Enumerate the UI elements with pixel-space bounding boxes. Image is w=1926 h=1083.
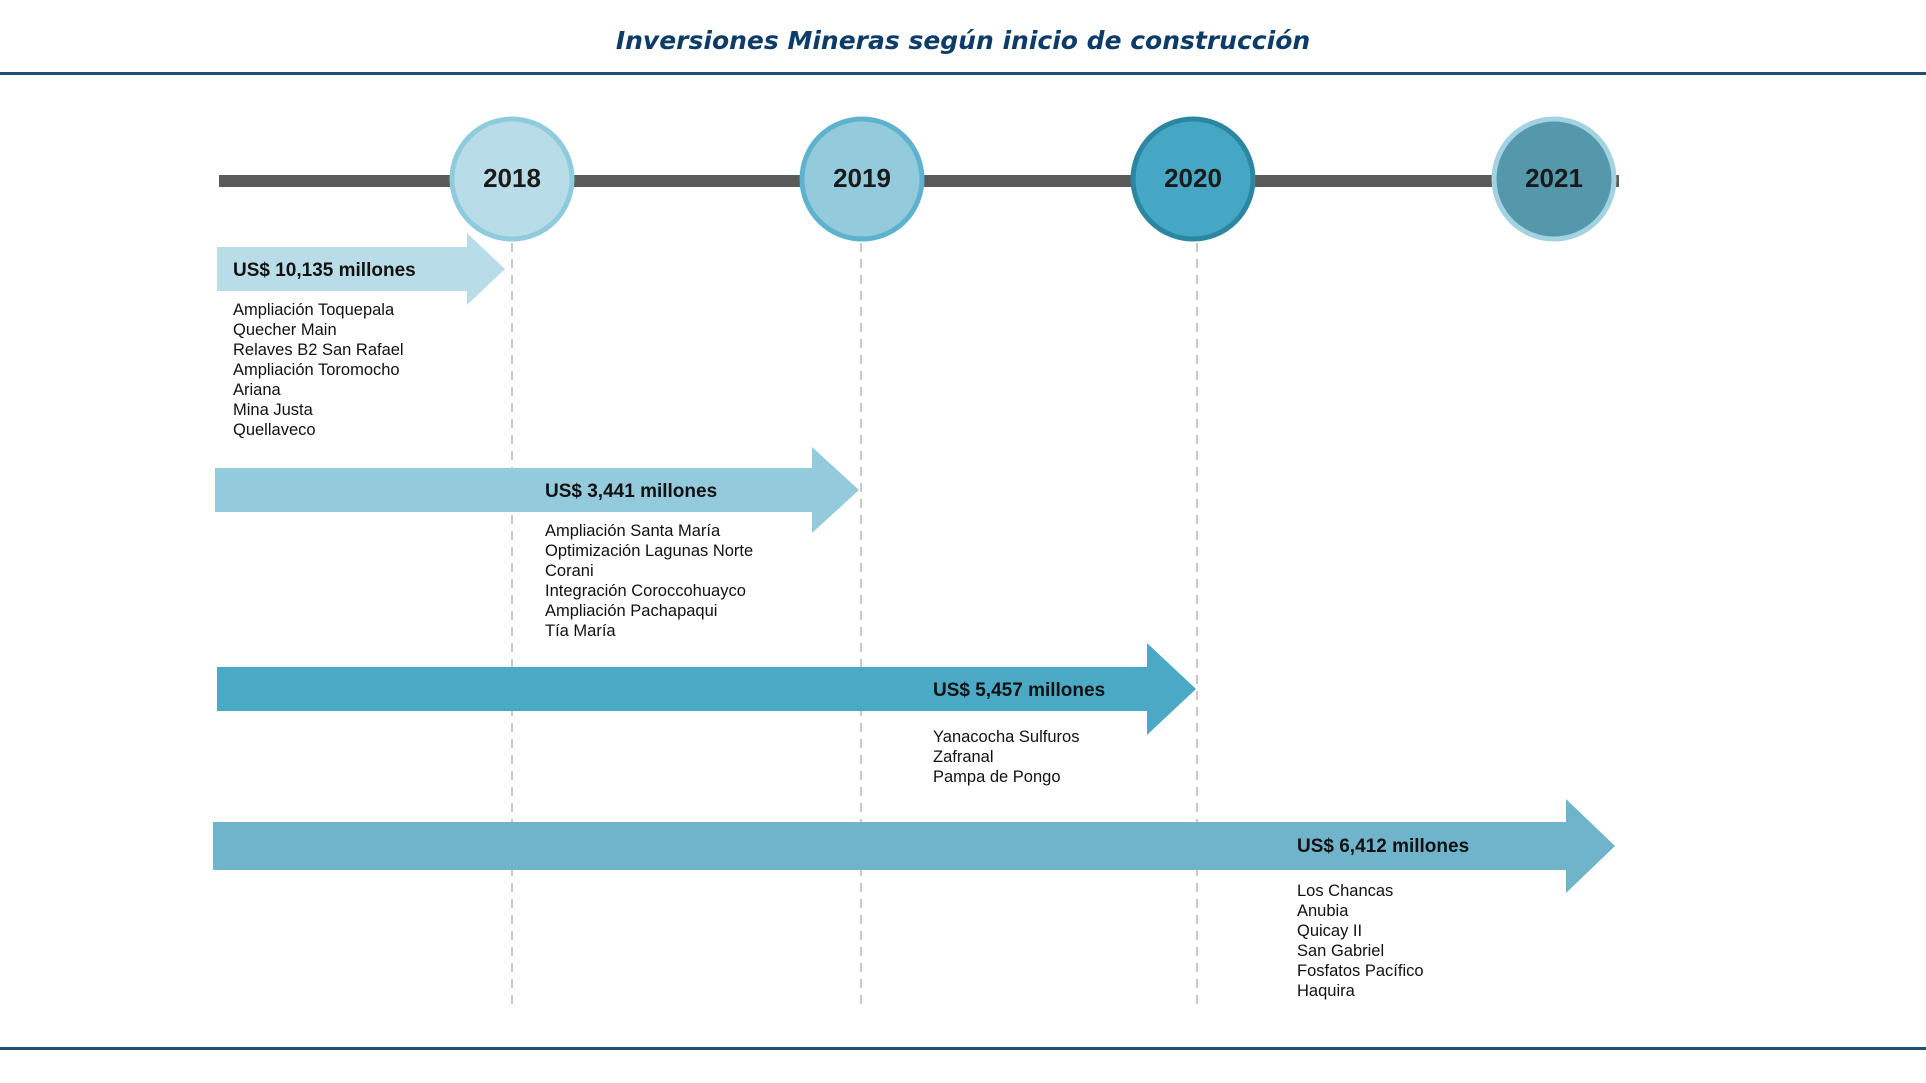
project-item: Quecher Main: [233, 321, 337, 339]
top-divider: [0, 72, 1926, 75]
project-item: Mina Justa: [233, 401, 313, 419]
project-item: Ampliación Santa María: [545, 522, 721, 540]
investment-arrow: [213, 799, 1615, 893]
project-item: Optimización Lagunas Norte: [545, 542, 754, 560]
year-node-2018: [449, 116, 575, 242]
project-item: Los Chancas: [1297, 882, 1394, 900]
investment-amount: US$ 5,457 millones: [933, 680, 1106, 701]
project-item: Ampliación Toromocho: [233, 361, 400, 379]
bottom-divider: [0, 1047, 1926, 1050]
investment-amount: US$ 3,441 millones: [545, 481, 718, 502]
project-item: Yanacocha Sulfuros: [933, 728, 1080, 746]
investment-arrow: [215, 447, 859, 533]
project-item: Ampliación Pachapaqui: [545, 602, 718, 620]
project-item: Quicay II: [1297, 922, 1363, 940]
year-label: 2021: [1525, 163, 1583, 193]
year-label: 2019: [833, 163, 891, 193]
project-item: Integración Coroccohuayco: [545, 582, 746, 600]
year-node-2020: [1130, 116, 1256, 242]
page-title: Inversiones Mineras según inicio de cons…: [615, 26, 1311, 55]
project-item: Quellaveco: [233, 421, 316, 439]
project-item: Pampa de Pongo: [933, 768, 1061, 786]
project-item: San Gabriel: [1297, 942, 1385, 960]
year-label: 2020: [1164, 163, 1222, 193]
project-item: Ariana: [233, 381, 281, 399]
year-node-2021: [1491, 116, 1617, 242]
investment-arrow: [217, 233, 505, 305]
project-item: Anubia: [1297, 902, 1349, 920]
project-item: Corani: [545, 562, 594, 580]
project-item: Fosfatos Pacífico: [1297, 962, 1424, 980]
year-label: 2018: [483, 163, 541, 193]
project-item: Zafranal: [933, 748, 994, 766]
investment-amount: US$ 6,412 millones: [1297, 836, 1470, 857]
investment-amount: US$ 10,135 millones: [233, 260, 416, 281]
year-node-2019: [799, 116, 925, 242]
project-item: Relaves B2 San Rafael: [233, 341, 404, 359]
project-item: Haquira: [1297, 982, 1355, 1000]
project-item: Tía María: [545, 622, 616, 640]
investment-arrow: [217, 643, 1196, 735]
project-item: Ampliación Toquepala: [233, 301, 395, 319]
